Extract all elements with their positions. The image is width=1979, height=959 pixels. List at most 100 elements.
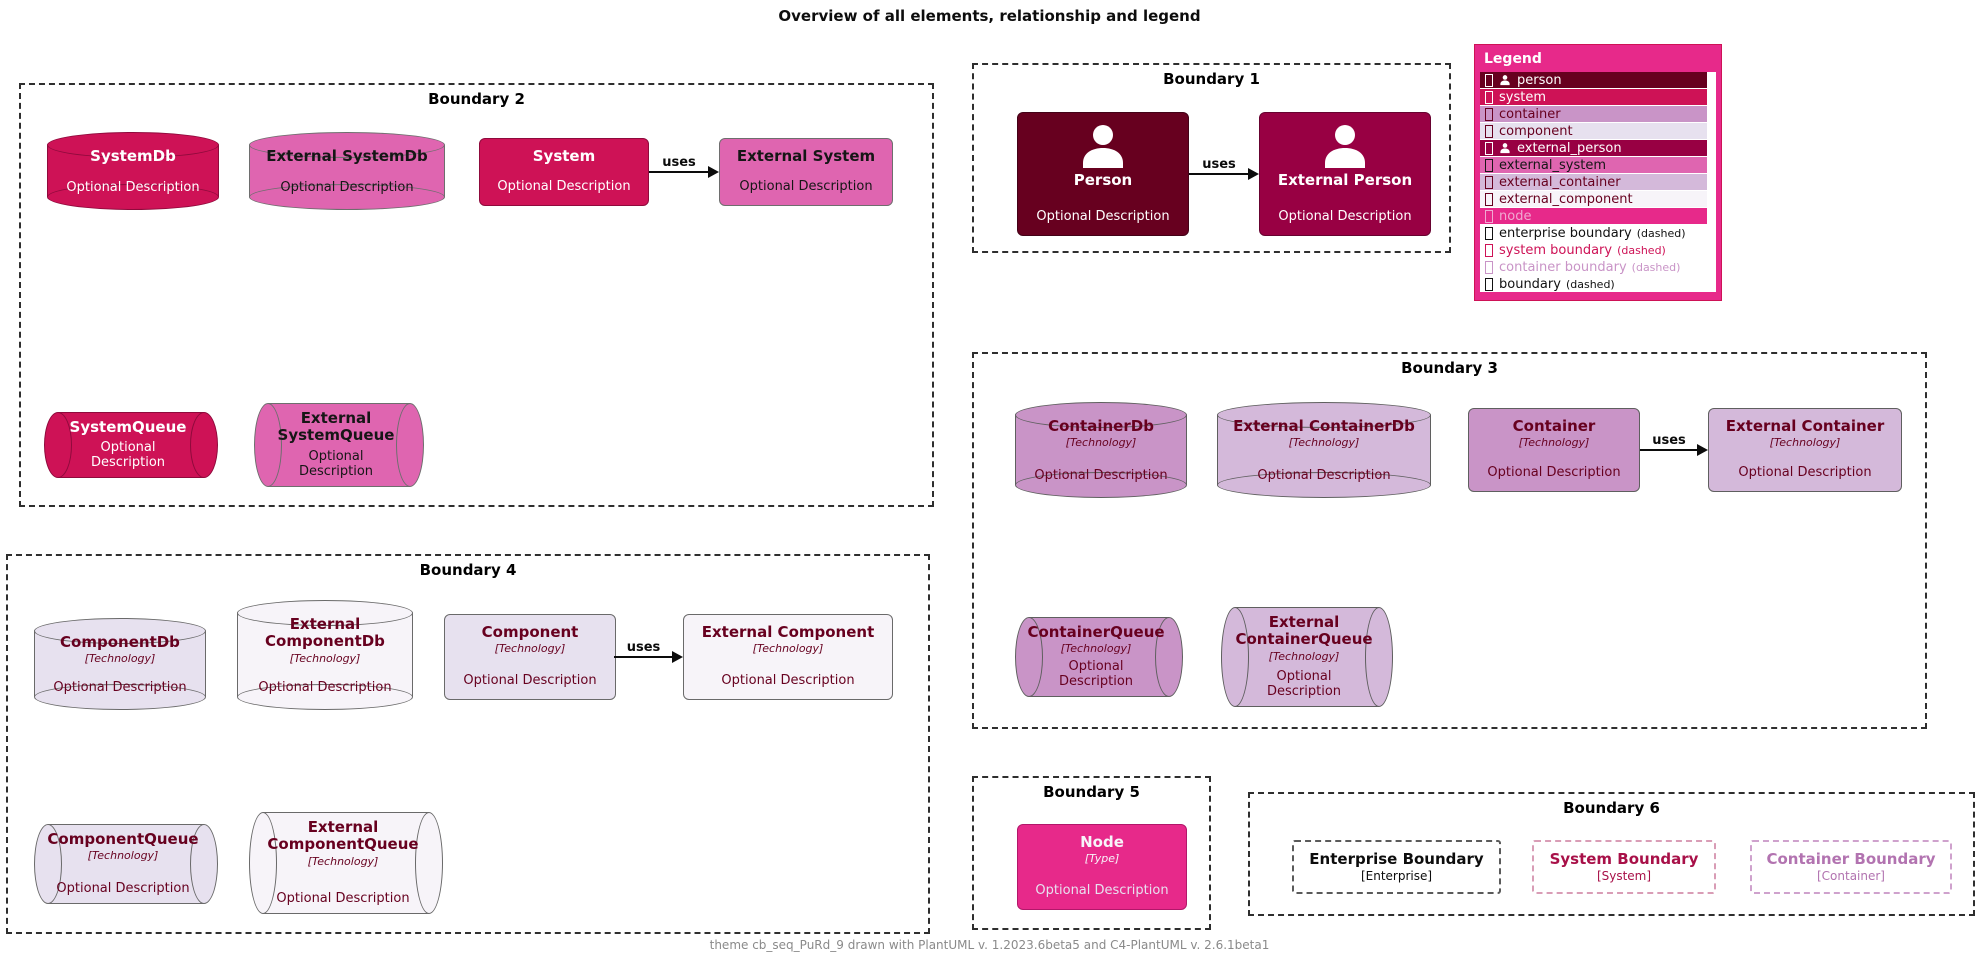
- boundary-6-label: Boundary 6: [1563, 799, 1660, 817]
- element-technology: [Technology]: [752, 642, 824, 656]
- element-title: External Container: [1725, 417, 1885, 435]
- enterprise-boundary: Enterprise Boundary [Enterprise]: [1292, 840, 1501, 894]
- element-title: External ComponentDb: [265, 615, 385, 651]
- component: Component [Technology] Optional Descript…: [444, 614, 616, 700]
- external-component: External Component [Technology] Optional…: [683, 614, 893, 700]
- page-title: Overview of all elements, relationship a…: [778, 7, 1201, 25]
- legend-item-label: boundary: [1499, 276, 1561, 292]
- legend-item-system-boundary: system boundary (dashed): [1480, 242, 1716, 258]
- rect-icon: [1485, 277, 1493, 291]
- boundary-4-label: Boundary 4: [419, 561, 517, 579]
- rect-icon: [1485, 141, 1493, 155]
- element-title: System: [532, 147, 596, 165]
- boundary-2: Boundary 2 SystemDb Optional Description…: [19, 83, 934, 507]
- element-title: External ContainerQueue: [1235, 613, 1373, 649]
- legend-item-label: system boundary: [1499, 242, 1613, 258]
- arrow-label: uses: [662, 155, 696, 170]
- element-title: External ContainerDb: [1233, 417, 1415, 435]
- element-description: Optional Description: [497, 179, 631, 195]
- boundary-5-label: Boundary 5: [1043, 783, 1140, 801]
- element-title: ContainerDb: [1048, 417, 1154, 435]
- element-technology: [Technology]: [1518, 436, 1590, 450]
- boundary-subtitle: [Container]: [1816, 868, 1885, 883]
- legend-item-node: node: [1480, 208, 1707, 224]
- legend-item-note: (dashed): [1631, 260, 1681, 274]
- element-title: External SystemQueue: [277, 409, 395, 445]
- uses-arrow: uses: [614, 637, 683, 677]
- boundary-title: Container Boundary: [1766, 850, 1936, 869]
- person-icon: [1500, 75, 1510, 86]
- legend-item-label: external_container: [1499, 174, 1621, 190]
- rect-icon: [1485, 73, 1493, 87]
- arrow-label: uses: [1652, 433, 1686, 448]
- system: System Optional Description: [479, 138, 649, 206]
- arrow-head-icon: [1248, 168, 1259, 180]
- legend-body: person system container component extern…: [1480, 72, 1716, 292]
- rect-icon: [1485, 209, 1493, 223]
- rect-icon: [1485, 124, 1493, 138]
- component-db: ComponentDb [Technology] Optional Descri…: [34, 618, 206, 710]
- boundary-6: Boundary 6 Enterprise Boundary [Enterpri…: [1248, 792, 1975, 916]
- uses-arrow: uses: [1189, 154, 1259, 194]
- legend: Legend person system container component…: [1474, 44, 1722, 301]
- legend-item-note: (dashed): [1565, 277, 1615, 291]
- element-type: [Type]: [1084, 852, 1120, 866]
- arrow-head-icon: [1697, 444, 1708, 456]
- rect-icon: [1485, 260, 1493, 274]
- element-description: Optional Description: [1278, 209, 1412, 225]
- legend-item-person: person: [1480, 72, 1707, 88]
- element-technology: [Technology]: [1268, 649, 1340, 663]
- rect-icon: [1485, 175, 1493, 189]
- legend-item-label: system: [1499, 89, 1546, 105]
- element-description: Optional Description: [1487, 465, 1621, 481]
- legend-item-note: (dashed): [1617, 243, 1666, 257]
- node: Node [Type] Optional Description: [1017, 824, 1187, 910]
- element-title: External Component: [701, 623, 875, 641]
- element-description: Optional Description: [1266, 668, 1342, 700]
- person-icon: [1325, 125, 1365, 168]
- rect-icon: [1485, 192, 1493, 206]
- legend-item-system: system: [1480, 89, 1707, 105]
- legend-title: Legend: [1484, 51, 1542, 67]
- arrow-label: uses: [626, 640, 661, 655]
- arrow-line: [1640, 449, 1699, 451]
- arrow-line: [1189, 173, 1250, 175]
- rect-icon: [1485, 243, 1493, 257]
- element-description: Optional Description: [1257, 468, 1391, 484]
- element-description: Optional Description: [1035, 883, 1169, 899]
- legend-item-container-boundary: container boundary (dashed): [1480, 259, 1716, 275]
- rect-icon: [1485, 90, 1493, 104]
- legend-item-external-person: external_person: [1480, 140, 1707, 156]
- external-component-db: External ComponentDb [Technology] Option…: [237, 600, 413, 710]
- uses-arrow: uses: [649, 152, 719, 192]
- element-title: Component: [481, 623, 579, 641]
- uses-arrow: uses: [1640, 430, 1708, 470]
- element-description: Optional Description: [463, 673, 597, 689]
- external-container: External Container [Technology] Optional…: [1708, 408, 1902, 492]
- rect-icon: [1485, 158, 1493, 172]
- element-description: Optional Description: [1036, 209, 1170, 225]
- external-container-queue: External ContainerQueue [Technology] Opt…: [1221, 607, 1393, 707]
- legend-item-label: node: [1499, 208, 1532, 224]
- element-title: SystemDb: [90, 147, 176, 165]
- component-queue: ComponentQueue [Technology] Optional Des…: [34, 824, 218, 904]
- external-system-db: External SystemDb Optional Description: [249, 132, 445, 210]
- legend-item-external-system: external_system: [1480, 157, 1707, 173]
- legend-item-label: external_person: [1517, 140, 1622, 156]
- legend-item-enterprise-boundary: enterprise boundary (dashed): [1480, 225, 1716, 241]
- system-boundary: System Boundary [System]: [1532, 840, 1716, 894]
- element-title: Container: [1512, 417, 1596, 435]
- element-title: ContainerQueue: [1027, 623, 1165, 641]
- element-title: ComponentQueue: [47, 830, 199, 848]
- external-person: External Person Optional Description: [1259, 112, 1431, 236]
- boundary-5: Boundary 5 Node [Type] Optional Descript…: [972, 776, 1211, 930]
- legend-item-label: container boundary: [1499, 259, 1627, 275]
- element-description: Optional Description: [721, 673, 855, 689]
- element-description: Optional Description: [1738, 465, 1872, 481]
- boundary-2-label: Boundary 2: [428, 90, 525, 108]
- legend-item-label: external_component: [1499, 191, 1633, 207]
- element-title: ComponentDb: [60, 633, 180, 651]
- element-description: Optional Description: [90, 439, 166, 471]
- element-technology: [Technology]: [1769, 436, 1841, 450]
- element-description: Optional Description: [298, 448, 374, 480]
